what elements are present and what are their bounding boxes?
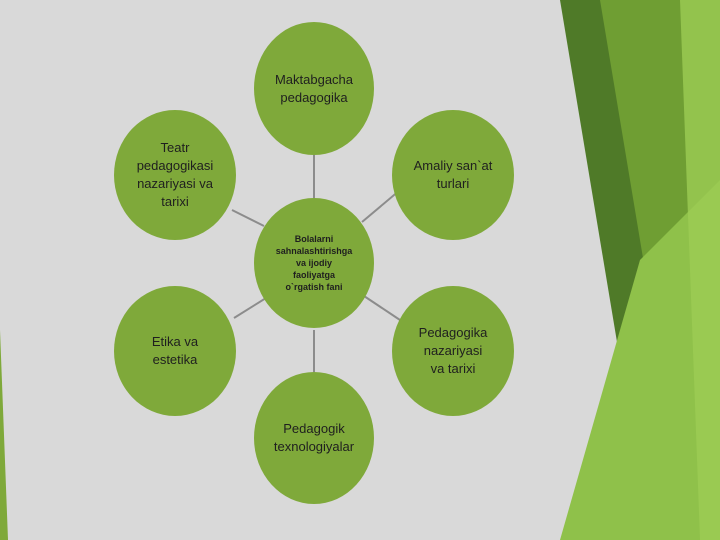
node-teatr-pedagogikasi: Teatr pedagogikasi nazariyasi va tarixi <box>114 110 236 240</box>
connector-upper-right <box>361 189 401 223</box>
green-shard-light <box>560 180 720 540</box>
node-pedagogika-nazariyasi: Pedagogika nazariyasi va tarixi <box>392 286 514 416</box>
node-etika-va-estetika: Etika va estetika <box>114 286 236 416</box>
node-pedagogik-texnologiyalar: Pedagogik texnologiyalar <box>254 372 374 504</box>
center-node: Bolalarni sahnalashtirishga va ijodiy fa… <box>254 198 374 328</box>
connectors <box>231 155 401 372</box>
connector-upper-left <box>231 209 265 227</box>
connector-lower-right <box>363 295 401 321</box>
left-green-sliver <box>0 330 8 540</box>
node-amaliy-sanat-turlari: Amaliy san`at turlari <box>392 110 514 240</box>
connector-lower-left <box>233 297 267 319</box>
node-maktabgacha-pedagogika: Maktabgacha pedagogika <box>254 22 374 155</box>
green-shard-bright <box>680 0 720 540</box>
